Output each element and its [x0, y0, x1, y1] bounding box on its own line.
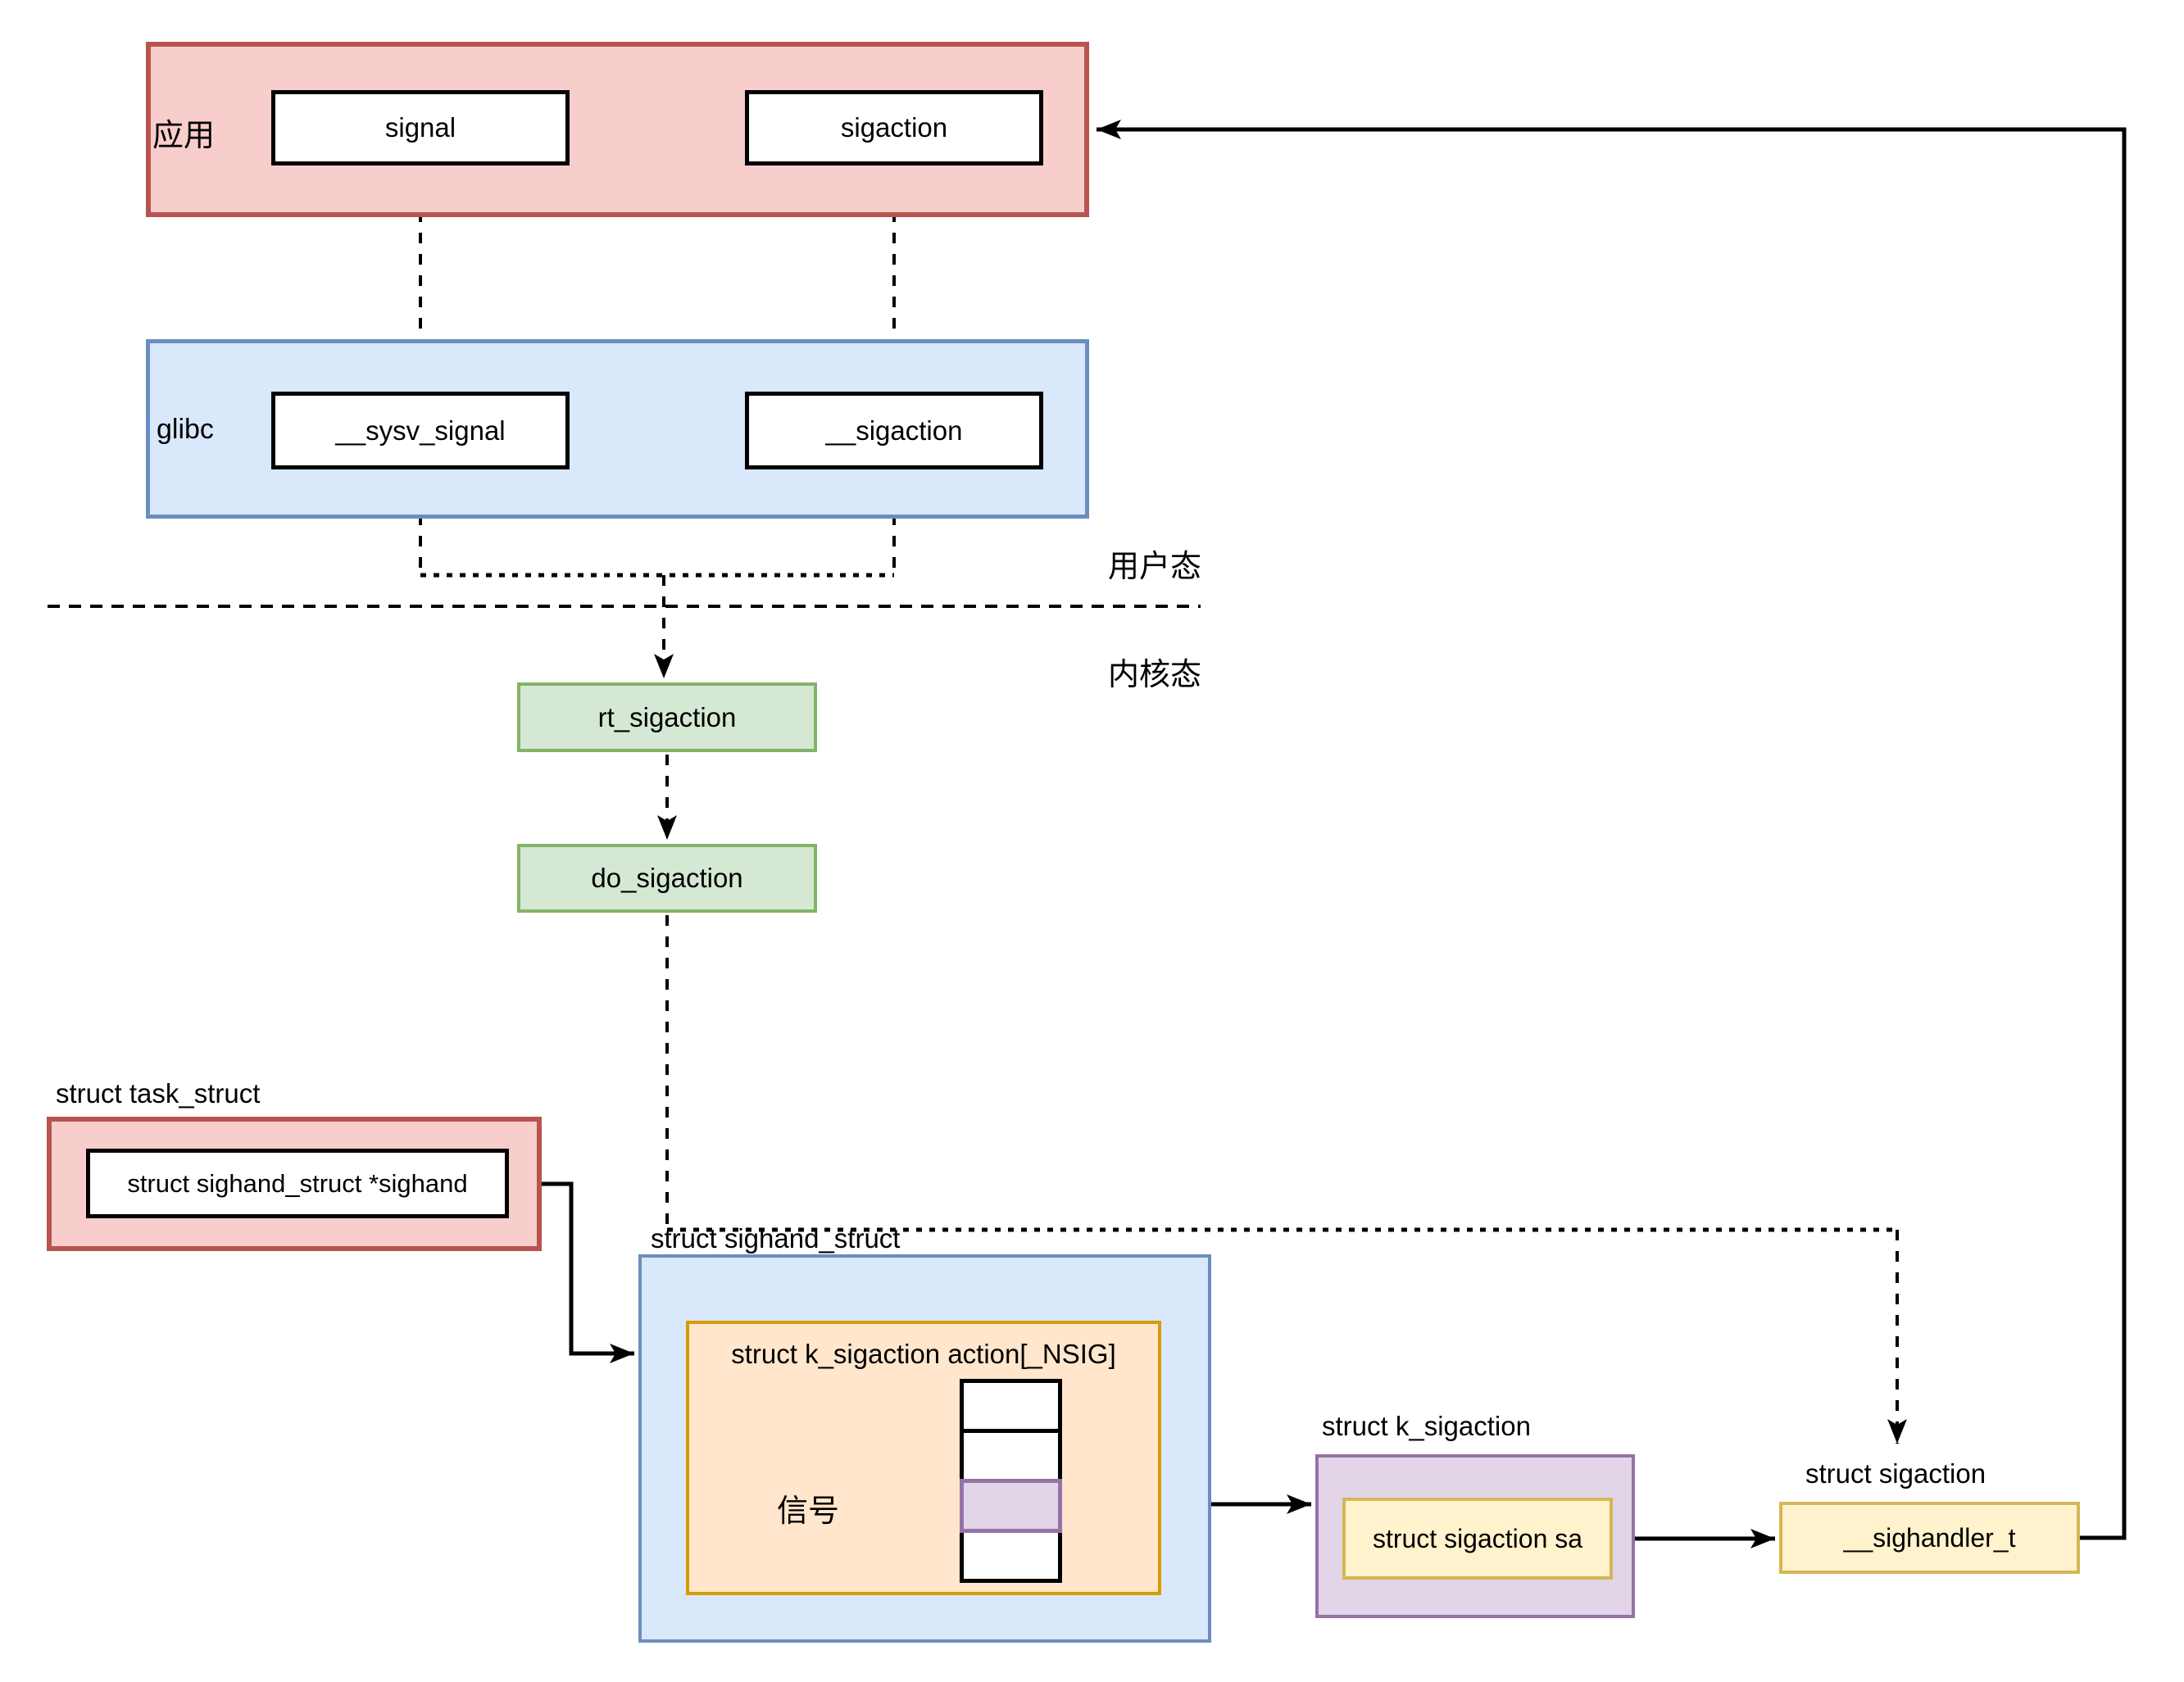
k-sigaction-array-title: struct k_sigaction action[_NSIG] [731, 1339, 1116, 1369]
k-sigaction-title: struct k_sigaction [1322, 1411, 1531, 1441]
rt-sigaction-box-label: rt_sigaction [597, 701, 737, 732]
glibc-sigaction-box-label: __sigaction [825, 415, 963, 446]
rt-sigaction-box: rt_sigaction [517, 682, 817, 752]
signal-index-label: 信号 [777, 1494, 840, 1529]
task-struct-title: struct task_struct [56, 1078, 261, 1108]
sighand-pointer-box-label: struct sighand_struct *sighand [127, 1168, 468, 1198]
sigaction-box: sigaction [745, 90, 1043, 165]
k-sigaction-array [960, 1379, 1062, 1583]
array-cell [960, 1429, 1062, 1483]
glibc-region-label: glibc [157, 414, 214, 445]
sigaction-struct-title: struct sigaction [1805, 1458, 1986, 1489]
array-cell-highlighted [960, 1479, 1062, 1533]
sighandler-box: __sighandler_t [1779, 1502, 2080, 1574]
array-cell [960, 1379, 1062, 1433]
sighand-struct-title: struct sighand_struct [651, 1223, 901, 1254]
glibc-sigaction-box: __sigaction [745, 392, 1043, 469]
kernel-mode-label: 内核态 [1108, 658, 1202, 692]
array-cell [960, 1529, 1062, 1583]
do-sigaction-box: do_sigaction [517, 844, 817, 913]
application-region-label: 应用 [152, 119, 216, 153]
signal-box-label: signal [384, 112, 456, 143]
do-sigaction-box-label: do_sigaction [591, 863, 743, 893]
sysv-signal-box-label: __sysv_signal [335, 415, 506, 446]
sigaction-sa-box-label: struct sigaction sa [1372, 1523, 1583, 1553]
sighandler-box-label: __sighandler_t [1843, 1522, 2016, 1553]
k-sigaction-array-region [686, 1321, 1161, 1595]
sysv-signal-box: __sysv_signal [271, 392, 570, 469]
sighand-pointer-box: struct sighand_struct *sighand [86, 1149, 509, 1218]
sigaction-box-label: sigaction [840, 112, 948, 143]
sigaction-sa-box: struct sigaction sa [1342, 1498, 1613, 1580]
arrow-sighandler-to-app [1097, 120, 2127, 1540]
signal-box: signal [271, 90, 570, 165]
user-mode-label: 用户态 [1108, 550, 1202, 584]
